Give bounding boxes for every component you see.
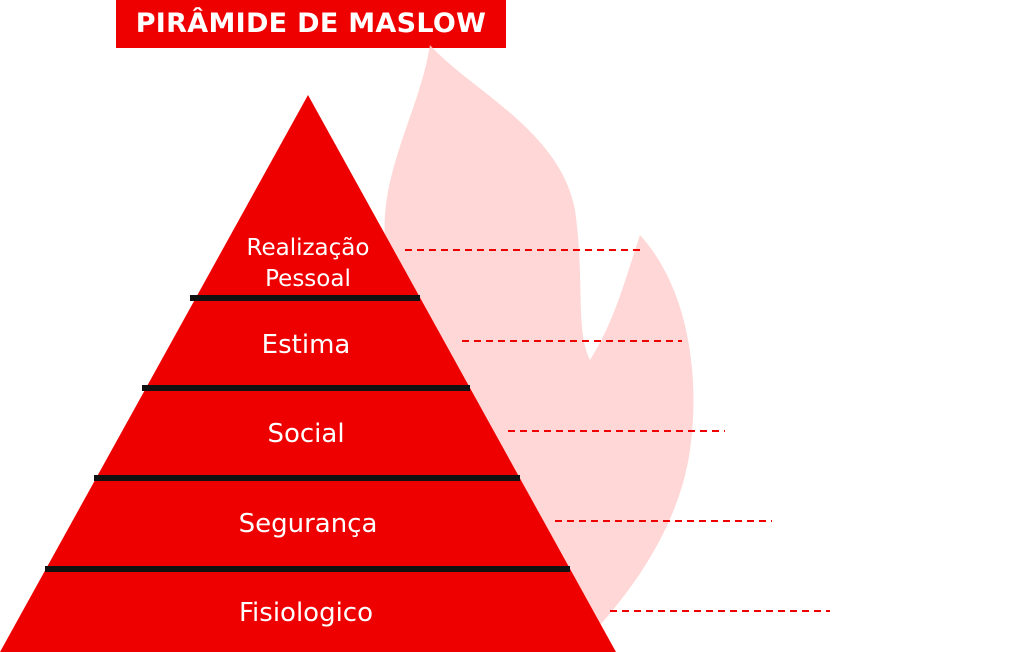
separator-bar: [190, 295, 420, 301]
separator-bar: [45, 566, 570, 572]
pyramid-shape: [0, 95, 616, 652]
separator-bar: [142, 385, 470, 391]
level-label-estima: Estima: [262, 330, 351, 360]
page-title: PIRÂMIDE DE MASLOW: [116, 0, 506, 48]
level-label-social: Social: [267, 419, 344, 449]
level-label-realizacao-line1: Realização: [247, 235, 370, 261]
level-label-realizacao-line2: Pessoal: [265, 266, 351, 292]
flame-watermark-icon: [384, 45, 694, 625]
separator-bar: [94, 475, 520, 481]
level-label-seguranca: Segurança: [239, 509, 378, 539]
level-label-fisiologico: Fisiologico: [239, 598, 373, 628]
